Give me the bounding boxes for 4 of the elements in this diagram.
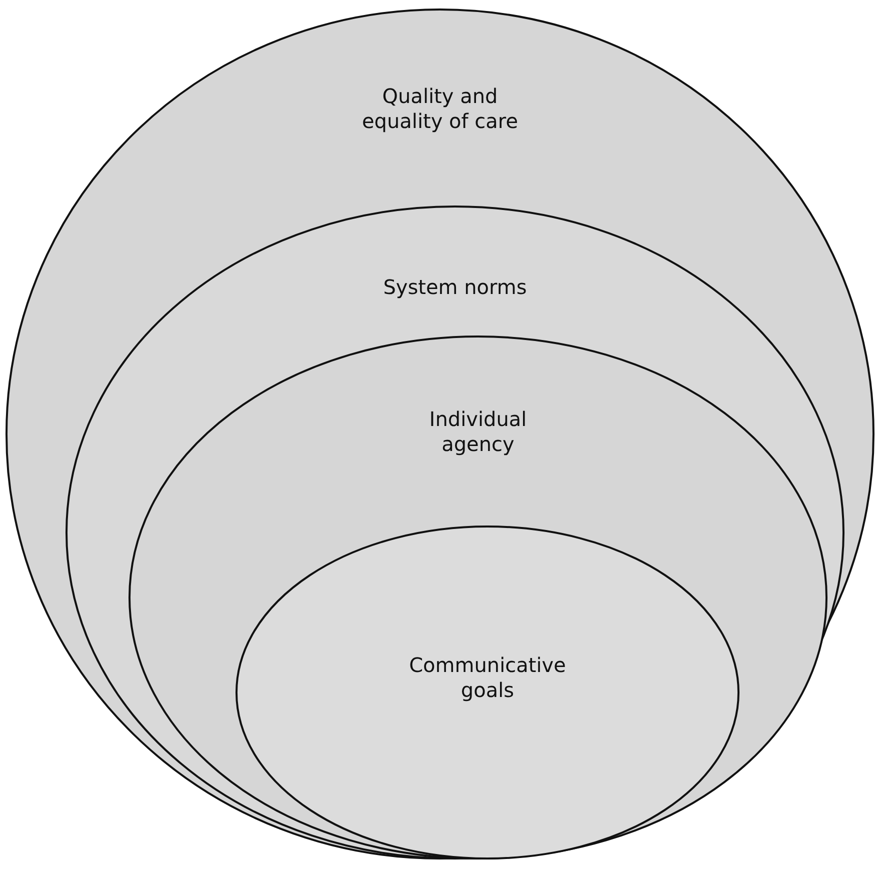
circle-label: System norms bbox=[382, 275, 528, 300]
circle-label: Quality and equality of care bbox=[360, 84, 520, 134]
circle-label: Individual agency bbox=[428, 407, 528, 457]
circle-label: Communicative goals bbox=[408, 653, 567, 703]
